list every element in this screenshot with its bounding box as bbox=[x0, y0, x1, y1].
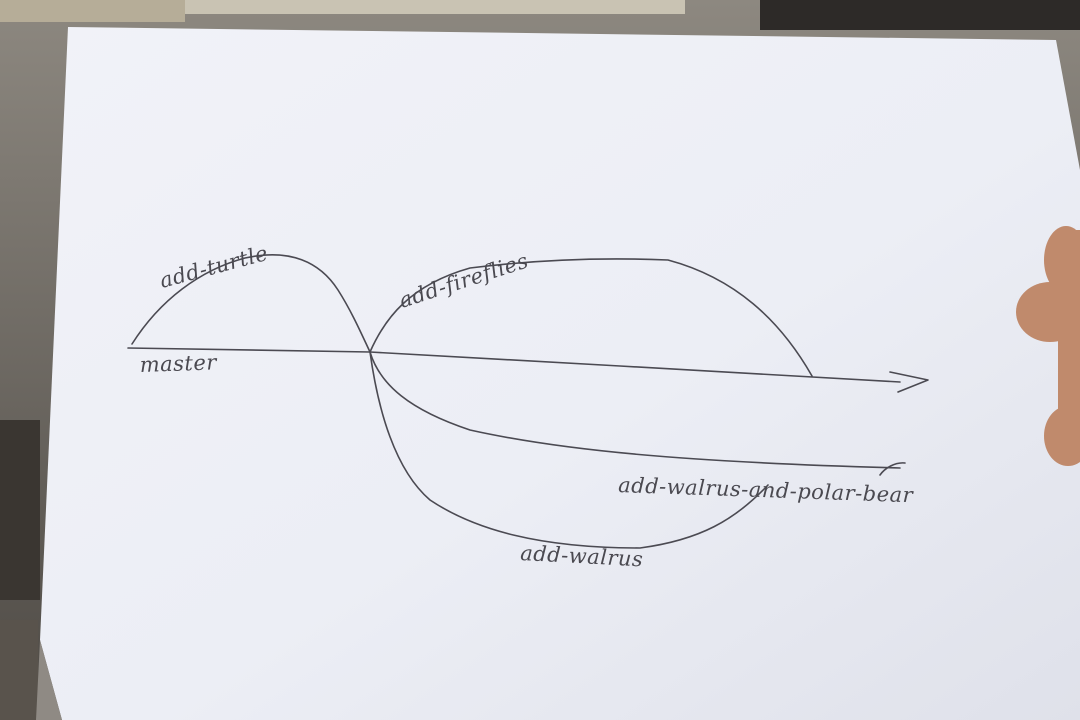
add-fireflies-branch-line bbox=[369, 258, 813, 377]
room-shelf bbox=[0, 0, 185, 22]
room-left-cabinet bbox=[0, 420, 40, 600]
room-top-edge bbox=[185, 0, 685, 14]
add-turtle-branch-line bbox=[131, 254, 371, 353]
label-add-turtle: add-turtle bbox=[157, 241, 271, 293]
add-walrus-branch-line bbox=[369, 351, 769, 549]
add-walrus-and-polar-bear-branch-line bbox=[369, 351, 901, 469]
polar-bear-end-hook bbox=[879, 462, 906, 476]
label-master: master bbox=[139, 350, 218, 377]
room-left-appliance bbox=[0, 620, 38, 720]
label-add-fireflies: add-fireflies bbox=[396, 248, 531, 312]
master-branch-line bbox=[127, 347, 901, 383]
label-add-walrus-and-polar-bear: add-walrus-and-polar-bear bbox=[618, 473, 915, 507]
room-dark-corner bbox=[760, 0, 1080, 30]
paper-shadow bbox=[36, 640, 62, 720]
label-add-walrus: add-walrus bbox=[520, 541, 644, 571]
master-arrow-head bbox=[889, 371, 929, 393]
paper-sheet bbox=[40, 27, 1080, 720]
hand-fingers bbox=[1016, 226, 1080, 466]
